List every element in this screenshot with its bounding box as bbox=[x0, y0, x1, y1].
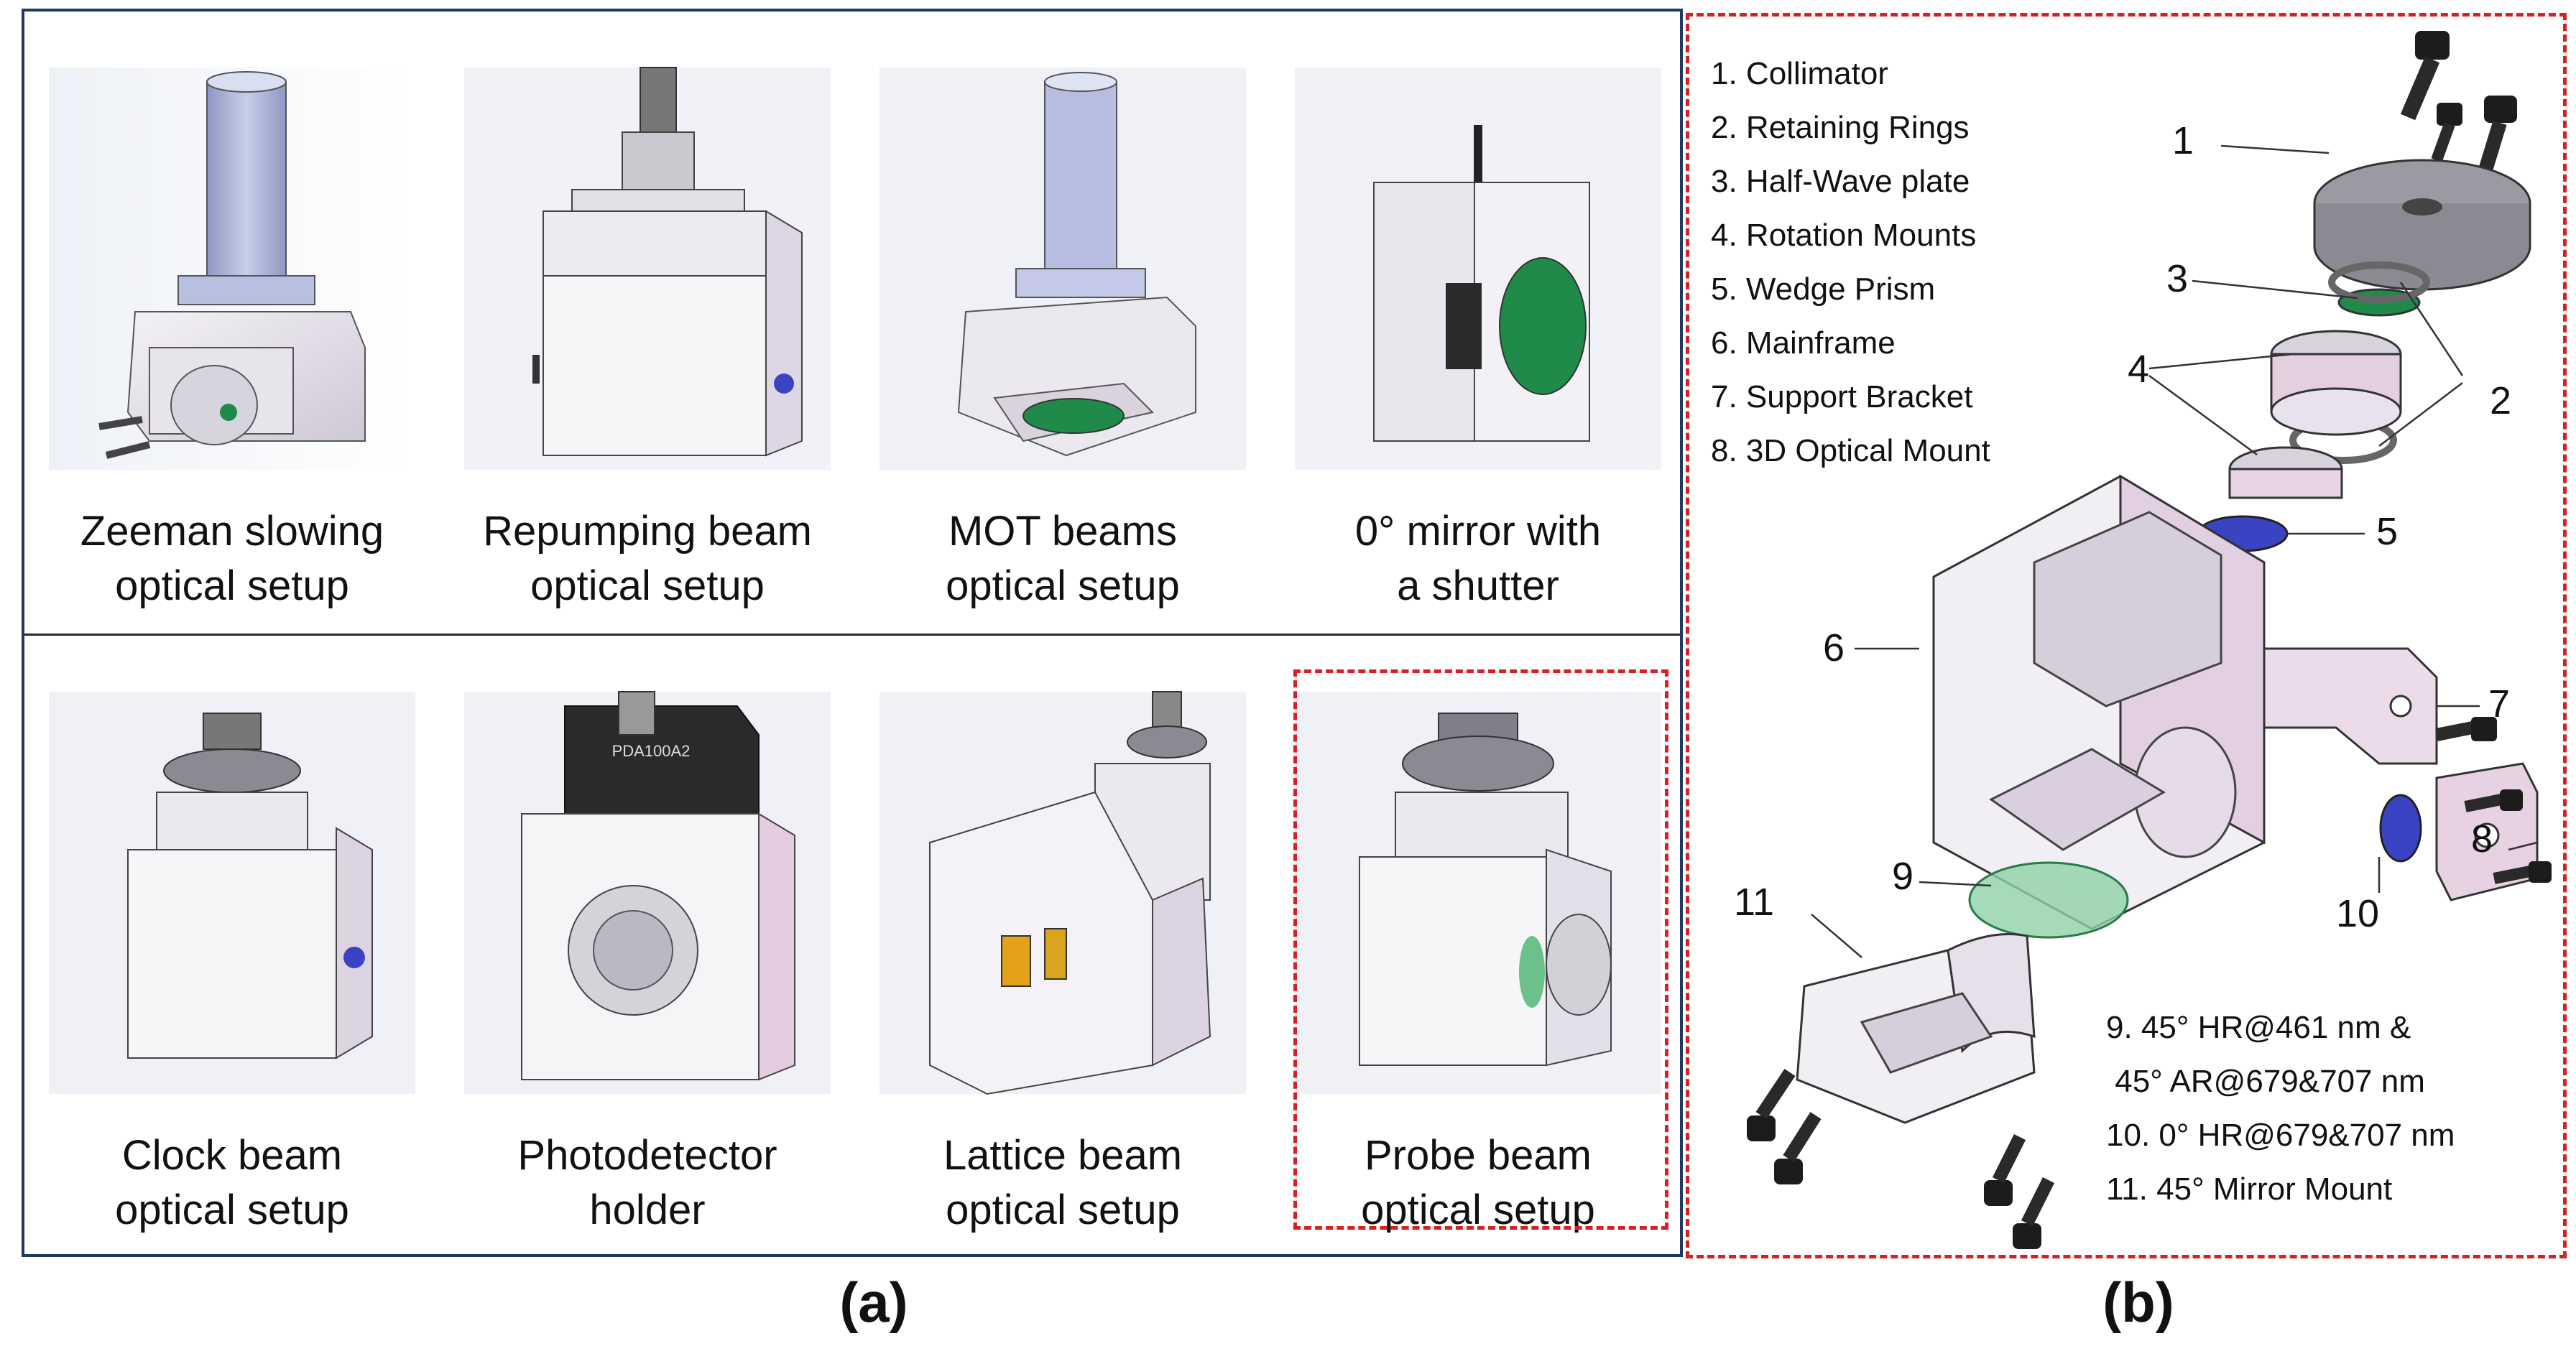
caption-line2: optical setup bbox=[115, 562, 349, 609]
parts-list-item: 3. Half-Wave plate bbox=[1711, 164, 1970, 199]
callout-2: 2 bbox=[2490, 379, 2512, 422]
parts-list-item: 7. Support Bracket bbox=[1711, 379, 1973, 414]
caption-line1: Repumping beam bbox=[483, 508, 812, 555]
cell-repumping-beam: Repumping beam optical setup bbox=[440, 11, 855, 634]
caption-line1: MOT beams bbox=[948, 508, 1177, 555]
mirror-shutter-illustration bbox=[1295, 68, 1661, 470]
parts-list-item: 9. 45° HR@461 nm & bbox=[2106, 1010, 2411, 1045]
clock-setup-illustration bbox=[49, 692, 415, 1094]
caption-line2: optical setup bbox=[1361, 1187, 1595, 1233]
panel-b-label: (b) bbox=[2102, 1271, 2174, 1334]
parts-list-item: 8. 3D Optical Mount bbox=[1711, 433, 1990, 468]
cell-probe-beam: Probe beam optical setup bbox=[1270, 636, 1686, 1258]
probe-setup-illustration bbox=[1295, 692, 1661, 1094]
screw-icon bbox=[1747, 1069, 1796, 1141]
forty-five-mirror-part bbox=[1968, 861, 2129, 939]
parts-list-item: 1. Collimator bbox=[1711, 56, 1888, 91]
rotation-mount-part bbox=[2270, 330, 2402, 436]
cell-clock-beam: Clock beam optical setup bbox=[24, 636, 440, 1258]
callout-11: 11 bbox=[1734, 881, 1775, 924]
caption-line1: Zeeman slowing bbox=[80, 508, 384, 555]
cell-photodetector-holder: PDA100A2 Photodetector holder bbox=[440, 636, 855, 1258]
exploded-assembly-illustration bbox=[1747, 31, 2552, 1249]
row-divider bbox=[24, 634, 1680, 636]
panel-b-exploded-view: 1 2 3 4 5 6 7 8 9 10 11 1. Collimator 2.… bbox=[1686, 13, 2567, 1258]
screw-icon bbox=[1984, 1133, 2026, 1206]
cell-mot-beams: MOT beams optical setup bbox=[855, 11, 1270, 634]
callout-10: 10 bbox=[2336, 892, 2380, 935]
screw-icon bbox=[2493, 861, 2552, 884]
callout-5: 5 bbox=[2376, 510, 2399, 553]
caption-line1: Probe beam bbox=[1365, 1132, 1592, 1179]
callout-1: 1 bbox=[2172, 119, 2194, 162]
callout-8: 8 bbox=[2471, 817, 2493, 861]
cell-zeeman-slowing: Zeeman slowing optical setup bbox=[24, 11, 440, 634]
rotation-mount-part bbox=[2228, 446, 2343, 499]
caption-line2: holder bbox=[589, 1187, 706, 1233]
zero-degree-mirror-part bbox=[2379, 794, 2422, 863]
cell-zero-mirror-shutter: 0° mirror with a shutter bbox=[1270, 11, 1686, 634]
mirror-mount-part bbox=[1796, 933, 2036, 1124]
panel-a-label: (a) bbox=[839, 1271, 908, 1334]
cell-lattice-beam: Lattice beam optical setup bbox=[855, 636, 1270, 1258]
caption-line2: optical setup bbox=[530, 562, 765, 609]
detector-label: PDA100A2 bbox=[612, 742, 691, 760]
parts-list-item: 2. Retaining Rings bbox=[1711, 110, 1970, 145]
screw-icon bbox=[2400, 31, 2450, 121]
caption-line1: Photodetector bbox=[517, 1132, 777, 1179]
caption-line2: a shutter bbox=[1397, 562, 1559, 609]
screw-icon bbox=[2013, 1177, 2055, 1249]
probe-highlight-box bbox=[1293, 669, 1668, 1230]
retaining-ring-part bbox=[2328, 261, 2430, 303]
caption-line1: Lattice beam bbox=[943, 1132, 1183, 1179]
mot-setup-illustration bbox=[880, 68, 1246, 470]
parts-list-item: 6. Mainframe bbox=[1711, 325, 1896, 361]
callout-7: 7 bbox=[2488, 682, 2511, 725]
zeeman-setup-illustration bbox=[49, 68, 415, 470]
callout-9: 9 bbox=[1892, 855, 1914, 898]
panel-a-grid: Zeeman slowing optical setup Repumping b… bbox=[22, 9, 1683, 1257]
callout-6: 6 bbox=[1823, 626, 1845, 669]
caption-line2: optical setup bbox=[946, 1187, 1180, 1233]
caption-line1: Clock beam bbox=[121, 1132, 343, 1179]
parts-list-top: 1. Collimator 2. Retaining Rings 3. Half… bbox=[1711, 47, 1990, 478]
screw-icon bbox=[2435, 717, 2497, 741]
support-bracket-part bbox=[2263, 647, 2438, 765]
screw-icon bbox=[2431, 103, 2462, 162]
caption-line2: optical setup bbox=[946, 562, 1180, 609]
mainframe-part bbox=[1932, 474, 2266, 930]
photodetector-illustration: PDA100A2 bbox=[464, 691, 831, 1094]
callout-4: 4 bbox=[2128, 348, 2150, 391]
parts-list-item: 5. Wedge Prism bbox=[1711, 272, 1936, 307]
parts-list-item: 45° AR@679&707 nm bbox=[2106, 1064, 2425, 1099]
callout-3: 3 bbox=[2166, 257, 2189, 300]
parts-list-item: 10. 0° HR@679&707 nm bbox=[2106, 1118, 2455, 1153]
screw-icon bbox=[1774, 1112, 1822, 1184]
caption-line2: optical setup bbox=[115, 1187, 349, 1233]
parts-list-item: 4. Rotation Mounts bbox=[1711, 218, 1977, 253]
parts-list-item: 11. 45° Mirror Mount bbox=[2106, 1172, 2393, 1207]
repumping-setup-illustration bbox=[464, 67, 831, 470]
caption-line1: 0° mirror with bbox=[1354, 508, 1602, 555]
leader-lines bbox=[1811, 144, 2538, 958]
lattice-setup-illustration bbox=[880, 691, 1246, 1095]
screw-icon bbox=[2464, 789, 2523, 812]
parts-list-bottom: 9. 45° HR@461 nm & 45° AR@679&707 nm 10.… bbox=[2106, 1001, 2455, 1216]
